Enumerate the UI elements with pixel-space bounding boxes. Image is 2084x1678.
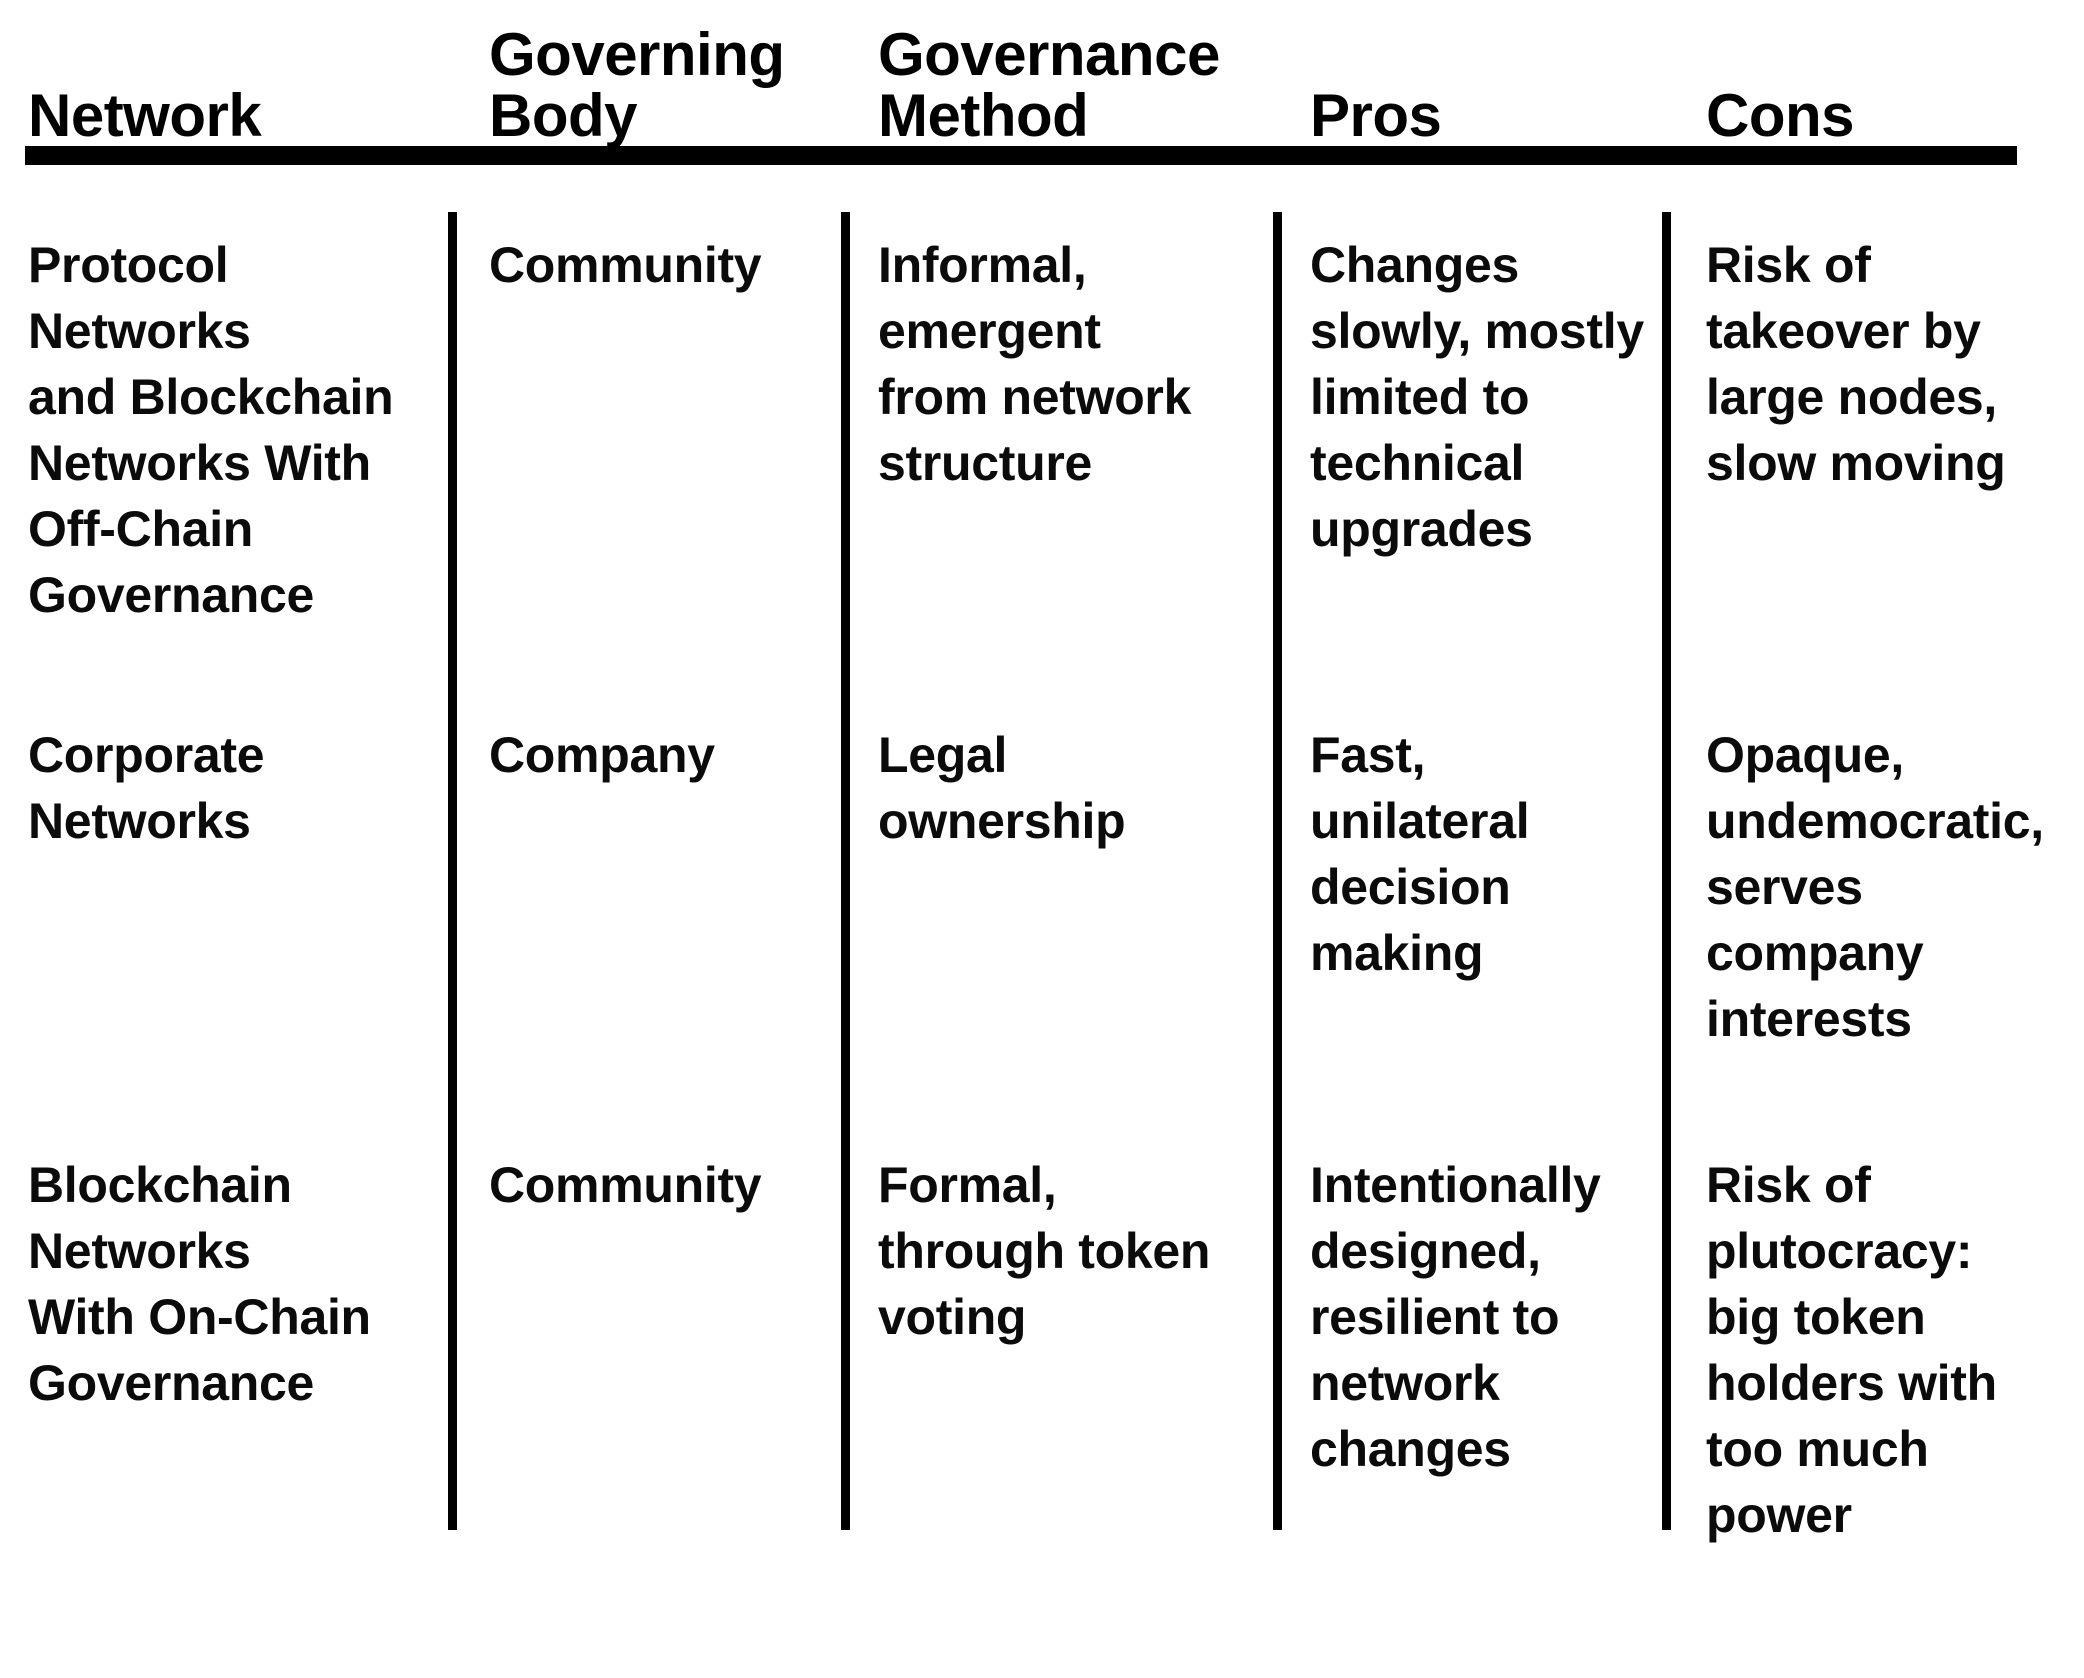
cell-governing-body: Community: [489, 1157, 762, 1213]
cell-pros: Fast, unilateral decision making: [1310, 727, 1530, 981]
cell-pros: Intentionally designed, resilient to net…: [1310, 1157, 1601, 1477]
cell-governance-method: Informal, emergent from network structur…: [878, 237, 1192, 491]
table-header-row: Network Governing Body Governance Method…: [0, 0, 2084, 146]
column-header-pros: Pros: [1310, 81, 1442, 149]
column-header-governance-method: Governance Method: [878, 20, 1220, 149]
cell-network: Corporate Networks: [28, 727, 265, 849]
cell-governance-method: Legal ownership: [878, 727, 1126, 849]
column-divider-4: [1662, 212, 1671, 1530]
cell-cons: Risk of plutocracy: big token holders wi…: [1706, 1157, 1997, 1543]
column-divider-1: [448, 212, 457, 1530]
cell-cons: Opaque, undemocratic, serves company int…: [1706, 727, 2044, 1047]
header-separator-rule: [25, 146, 2017, 165]
column-divider-2: [841, 212, 850, 1530]
cell-pros: Changes slowly, mostly limited to techni…: [1310, 237, 1644, 557]
column-header-governing-body: Governing Body: [489, 20, 785, 149]
column-divider-3: [1273, 212, 1282, 1530]
cell-cons: Risk of takeover by large nodes, slow mo…: [1706, 237, 2006, 491]
cell-governance-method: Formal, through token voting: [878, 1157, 1211, 1345]
column-header-cons: Cons: [1706, 81, 1855, 149]
cell-governing-body: Community: [489, 237, 762, 293]
column-header-network: Network: [28, 81, 262, 149]
cell-network: Blockchain Networks With On-Chain Govern…: [28, 1157, 371, 1411]
cell-governing-body: Company: [489, 727, 715, 783]
cell-network: Protocol Networks and Blockchain Network…: [28, 237, 394, 623]
